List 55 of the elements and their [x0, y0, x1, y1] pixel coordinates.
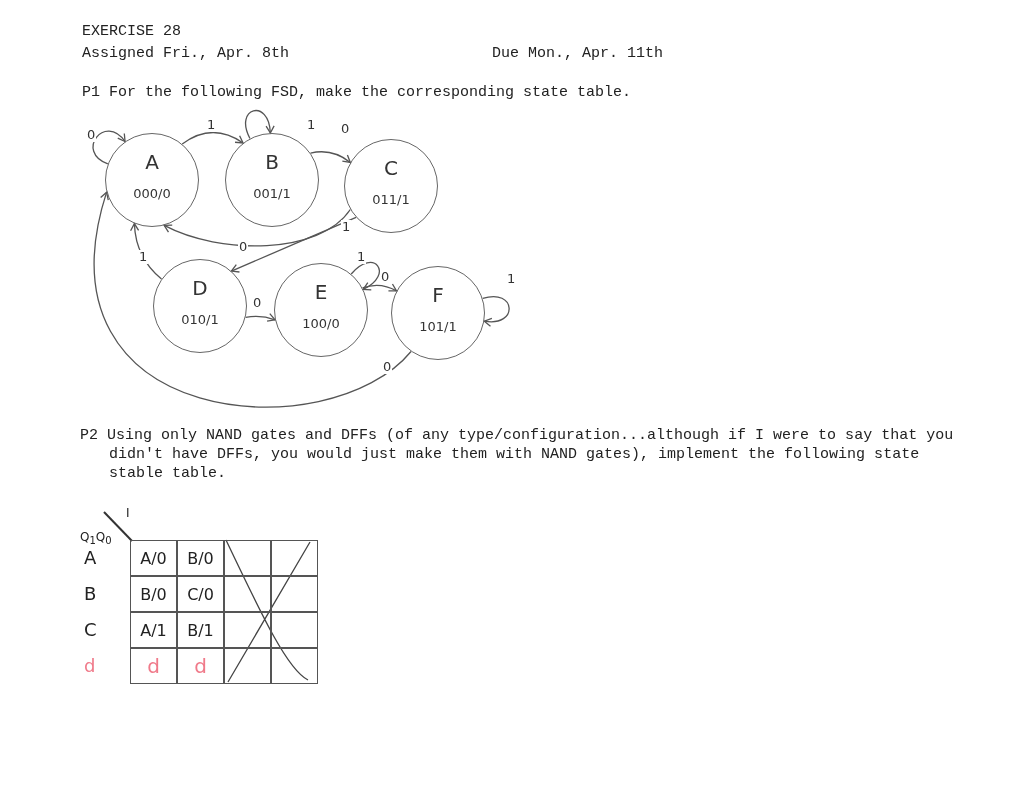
state-code: 011/1	[371, 192, 411, 207]
state-name: C	[383, 156, 399, 180]
state-code: 100/0	[301, 316, 341, 331]
self-loop-arrow	[244, 110, 275, 140]
assigned-date: Assigned Fri., Apr. 8th	[82, 44, 290, 63]
table-cell: A/1	[130, 612, 177, 648]
table-cell: d	[130, 648, 177, 684]
self-loop-arrow	[350, 261, 380, 291]
state-name: A	[144, 150, 160, 174]
table-cell: d	[177, 648, 224, 684]
table-cell: B/0	[177, 540, 224, 576]
problem-statement: P2 Using only NAND gates and DFFs (of any type/configuration...although if I were to say that you didn't have DFFs, you would just make them with NAND gates), implement the following state stable table.	[80, 426, 955, 483]
edge-label: 1	[138, 250, 149, 264]
arrow	[130, 222, 163, 280]
state-code: 010/1	[180, 312, 220, 327]
edge-label: 0	[380, 270, 391, 284]
edge-label: 1	[356, 250, 367, 264]
row-label: B	[84, 583, 97, 604]
arrow	[163, 208, 351, 247]
edge-label: 1	[206, 118, 217, 132]
state-name: F	[431, 283, 445, 307]
arrow	[309, 151, 351, 164]
arrow	[230, 216, 357, 273]
column-header: I	[126, 506, 130, 520]
edge-label: 0	[86, 128, 97, 142]
arrow	[244, 313, 276, 322]
due-date: Due Mon., Apr. 11th	[492, 44, 664, 63]
state-code: 000/0	[132, 186, 172, 201]
edge-label: 1	[306, 118, 317, 132]
self-loop-arrow	[92, 130, 126, 165]
state-name: E	[313, 280, 329, 304]
self-loop-arrow	[482, 296, 510, 327]
row-label: C	[84, 619, 97, 640]
edge-label: 1	[506, 272, 517, 286]
edge-label: 0	[252, 296, 263, 310]
edge-label: 0	[382, 360, 393, 374]
state-code: 101/1	[418, 319, 458, 334]
row-label: d	[84, 655, 96, 676]
edge-label: 0	[340, 122, 351, 136]
table-cell: C/0	[177, 576, 224, 612]
problem-statement: P1 For the following FSD, make the corresponding state table.	[82, 83, 632, 102]
state-name: D	[191, 276, 209, 300]
arrow	[94, 191, 412, 408]
exercise-title: EXERCISE 28	[82, 22, 182, 41]
table-cell: A/0	[130, 540, 177, 576]
table-cell: B/0	[130, 576, 177, 612]
edge-label: 1	[341, 220, 352, 234]
state-name: B	[264, 150, 280, 174]
row-label: A	[84, 547, 97, 568]
state-code: 001/1	[252, 186, 292, 201]
edge-label: 0	[238, 240, 249, 254]
arrow	[361, 283, 398, 292]
row-header: Q$_{1}$Q$_{0}$	[80, 530, 112, 547]
arrow	[181, 131, 244, 145]
table-cell: B/1	[177, 612, 224, 648]
